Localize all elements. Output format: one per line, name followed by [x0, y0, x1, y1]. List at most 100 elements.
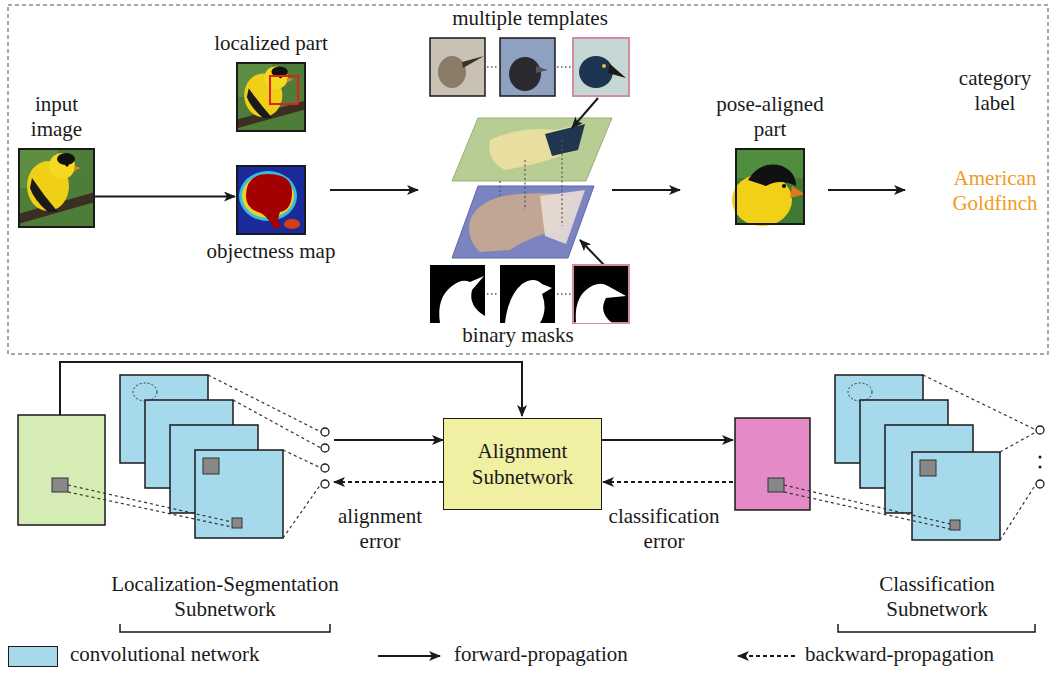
conv-stack-right-part: [784, 485, 950, 524]
propagation-arrows-part: [334, 439, 443, 441]
classification-input-map: [735, 418, 810, 510]
conv-stack-left-part: [68, 485, 232, 522]
conv-stack-right-part: [950, 520, 960, 530]
template-images-part: [608, 64, 626, 78]
image-box: input image: [18, 148, 95, 228]
conv-stack-left: [68, 375, 329, 538]
conv-stack-left-part: [232, 518, 242, 528]
objectness-heatmap-part: [284, 219, 300, 229]
localized-photo: [236, 62, 306, 132]
conv-stack-right-part: [1000, 484, 1036, 540]
binary-mask-images-part: [576, 284, 626, 323]
pose-aligned-photo-part: [782, 184, 786, 188]
conv-stack-right-part: [923, 375, 1036, 430]
box-label: Alignment Subnetwork: [450, 438, 595, 491]
template-images-part: [438, 56, 466, 88]
parallelogram-overlays-part: [545, 124, 585, 156]
binary-mask-images-part: [573, 265, 629, 323]
template-images: [430, 38, 629, 96]
group-label: multiple templates: [420, 6, 640, 31]
binary-mask-images: [430, 265, 629, 323]
parallelogram-overlays-part: [499, 181, 500, 196]
conv-stack-left-part: [321, 464, 329, 472]
legend-line-sample-part: [738, 655, 795, 657]
dashed-frame: [8, 5, 1048, 354]
conv-stack-left-part: [133, 383, 157, 401]
conv-stack-right-part: [920, 460, 936, 476]
connector-arrow: [95, 196, 235, 198]
binary-mask-images-part: [439, 276, 485, 323]
localization-input-map-part: [18, 415, 105, 525]
bracket: [120, 624, 1035, 632]
localized-photo-part: [236, 62, 306, 132]
localization-input-map-part: [52, 478, 68, 492]
arrow-part: [828, 189, 905, 191]
legend-label: convolutional network: [70, 642, 260, 667]
image-box: pose-aligned part: [735, 148, 805, 225]
objectness-heatmap-part: [236, 165, 306, 235]
conv-stack-right-part: [1036, 426, 1044, 434]
image-caption: objectness map: [181, 239, 361, 264]
template-images-part: [602, 64, 606, 68]
subnetwork-label: Localization-Segmentation Subnetwork: [75, 572, 375, 622]
conv-stack-left-part: [283, 484, 321, 538]
template-images-part: [509, 57, 541, 91]
legend-label: backward-propagation: [805, 642, 994, 667]
template-images-part: [487, 66, 498, 68]
conv-stack-right: [784, 375, 1044, 540]
propagation-arrows-part: [602, 439, 733, 441]
template-images-part: [500, 38, 555, 96]
conv-stack-left-part: [321, 428, 329, 436]
template-images-part: [430, 38, 485, 96]
template-images-part: [579, 56, 613, 88]
arrow-part: [330, 189, 418, 191]
localized-photo-part: [270, 76, 298, 104]
conv-stack-right-part: [912, 452, 1000, 540]
binary-mask-images-part: [487, 293, 498, 295]
image-caption: localized part: [181, 31, 361, 56]
binary-mask-images-part: [500, 265, 555, 323]
error-label: classification error: [594, 504, 734, 554]
legend-label: forward-propagation: [454, 642, 628, 667]
pose-aligned-photo-part: [748, 165, 796, 186]
error-label: alignment error: [330, 504, 430, 554]
conv-stack-left-part: [283, 450, 321, 468]
parallelogram-overlays-part: [452, 118, 612, 181]
classification-input-map-part: [768, 478, 784, 492]
propagation-arrows-part: [603, 481, 733, 483]
parallelogram-overlays: [452, 98, 612, 265]
propagation-arrows-part: [334, 481, 443, 483]
conv-stack-right-part: [1036, 480, 1044, 488]
classification-input-map-part: [735, 418, 810, 510]
arrow: [330, 190, 905, 191]
bracket-part: [838, 624, 1035, 632]
parallelogram-overlays-part: [561, 140, 562, 226]
conv-stack-right-part: [1039, 456, 1042, 459]
parallelogram-overlays-part: [524, 160, 525, 210]
conv-stack-left-part: [208, 375, 321, 432]
conv-stack-left-part: [68, 492, 232, 527]
bracket-part: [120, 624, 330, 632]
image-box: localized part: [236, 62, 306, 132]
pose-aligned-photo-part: [790, 186, 805, 198]
parallelogram-overlays-part: [572, 98, 598, 128]
conv-stack-left-part: [321, 480, 329, 488]
conv-stack-right-part: [848, 383, 872, 401]
legend-swatch: [8, 646, 58, 667]
output-label: category label: [949, 66, 1041, 116]
image-caption: input image: [12, 92, 102, 142]
objectness-heatmap: [236, 165, 306, 235]
binary-mask-images-part: [557, 293, 571, 295]
input-photo: [18, 148, 95, 228]
objectness-heatmap-part: [246, 174, 292, 228]
conv-stack-left-part: [203, 458, 219, 474]
conv-stack-left-part: [195, 450, 283, 538]
parallelogram-overlays-part: [580, 240, 604, 265]
conv-stack-left-part: [321, 444, 329, 452]
category-name: American Goldfinch: [941, 166, 1049, 216]
conv-stack-right-part: [1039, 466, 1042, 469]
template-images-part: [462, 56, 484, 68]
process-box: Alignment Subnetwork: [443, 418, 602, 510]
